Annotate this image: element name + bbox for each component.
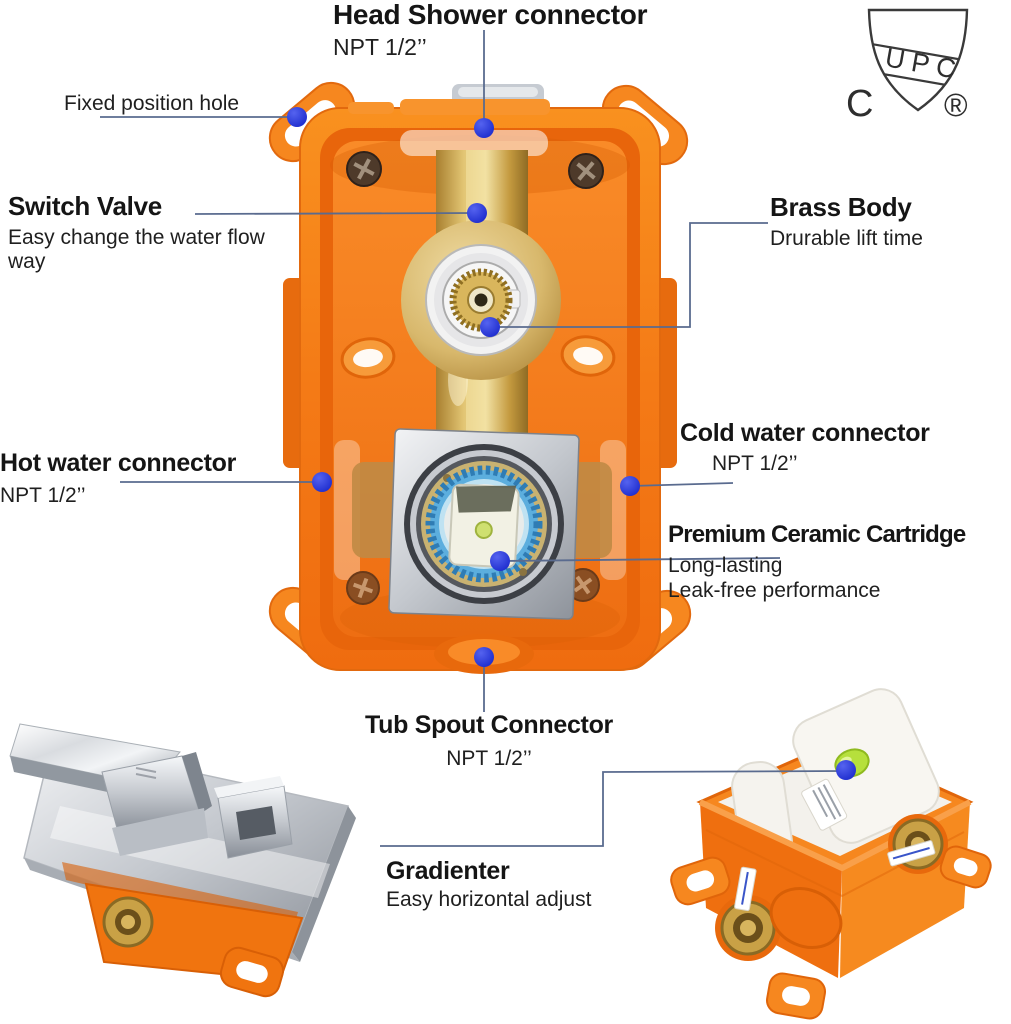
screw-top-right xyxy=(568,153,604,189)
gradienter-desc: Easy horizontal adjust xyxy=(386,887,592,911)
switch-valve-desc: Easy change the water flow way xyxy=(8,225,265,274)
gradienter-dot xyxy=(836,760,856,780)
head-shower-dot xyxy=(474,118,494,138)
switch-valve-line xyxy=(194,212,478,215)
oval-hole-left xyxy=(340,337,396,379)
label-head-shower: Head Shower connector NPT 1/2’’ xyxy=(333,0,648,61)
cold-water-dot xyxy=(620,476,640,496)
label-cold-water: Cold water connector NPT 1/2’’ xyxy=(680,420,930,476)
gradienter-title: Gradienter xyxy=(386,857,510,885)
cartridge-desc-2: Leak-free performance xyxy=(668,579,881,603)
brand-mark xyxy=(135,767,157,779)
registered-mark: ® xyxy=(944,87,968,123)
ceramic-cartridge-assembly xyxy=(388,428,580,620)
product-ear-left xyxy=(670,856,731,906)
gradienter-line xyxy=(380,770,847,847)
tub-spout-title: Tub Spout Connector xyxy=(365,711,613,739)
tub-spout-dot xyxy=(474,647,494,667)
label-tub-spout: Tub Spout Connector NPT 1/2’’ xyxy=(348,712,630,771)
brass-body-desc: Drurable lift time xyxy=(770,226,923,250)
knockout-port xyxy=(769,887,843,949)
hot-water-title: Hot water connector xyxy=(0,449,236,477)
fixed-hole-dot xyxy=(287,107,307,127)
stem-green-dot xyxy=(474,520,493,539)
foam-sticker xyxy=(801,778,848,831)
label-brass-body: Brass Body Drurable lift time xyxy=(770,192,923,251)
frosted-top-port xyxy=(400,130,548,156)
brass-body-line xyxy=(490,222,768,328)
tub-spout-spec: NPT 1/2’’ xyxy=(446,746,532,770)
callout-lines xyxy=(100,30,847,847)
cold-water-line xyxy=(629,482,734,487)
switch-valve-dot xyxy=(467,203,487,223)
upc-certification-logo: UPC C ® xyxy=(846,8,969,125)
label-ceramic-cartridge: Premium Ceramic Cartridge Long-lasting L… xyxy=(668,521,966,604)
cold-water-title: Cold water connector xyxy=(680,419,930,447)
label-switch-valve: Switch Valve Easy change the water flow … xyxy=(8,191,270,275)
label-fixed-hole: Fixed position hole xyxy=(64,92,239,117)
screw-bottom-left xyxy=(346,571,380,605)
side-sticker xyxy=(887,840,936,867)
head-shower-spec: NPT 1/2’’ xyxy=(333,33,427,60)
hot-water-spec: NPT 1/2’’ xyxy=(0,483,86,507)
brass-connector-front xyxy=(715,895,781,961)
cartridge-dot xyxy=(490,551,510,571)
hot-water-sticker xyxy=(734,866,757,912)
fixed-hole-title: Fixed position hole xyxy=(64,92,240,115)
label-gradienter: Gradienter Easy horizontal adjust xyxy=(386,858,591,912)
trim-bottom-ear xyxy=(219,946,285,998)
hot-water-dot xyxy=(312,472,332,492)
upc-c-mark: C xyxy=(846,83,873,125)
head-shower-title: Head Shower connector xyxy=(333,0,648,30)
cartridge-stem xyxy=(448,483,520,569)
trim-diverter-knob xyxy=(214,776,293,859)
valve-box-illustration xyxy=(268,81,692,674)
brass-body-title: Brass Body xyxy=(770,192,912,222)
trim-orange-base xyxy=(62,862,304,998)
gradienter-product xyxy=(670,688,992,1020)
screw-top-left xyxy=(346,151,382,187)
cartridge-desc-1: Long-lasting xyxy=(668,554,783,578)
switch-valve-assembly xyxy=(401,220,561,380)
label-hot-water: Hot water connector NPT 1/2’’ xyxy=(0,450,236,508)
cold-water-spec: NPT 1/2’’ xyxy=(712,451,798,475)
brass-body-dot xyxy=(480,317,500,337)
callout-dots xyxy=(287,107,856,780)
cartridge-title: Premium Ceramic Cartridge xyxy=(668,521,966,548)
cartridge-line xyxy=(499,557,781,562)
chrome-trim-product xyxy=(9,723,356,998)
product-ear-right xyxy=(939,845,992,889)
switch-valve-title: Switch Valve xyxy=(8,191,162,221)
top-raised-tab xyxy=(400,99,550,115)
product-ear-bottom xyxy=(766,972,826,1020)
trim-handle-lever xyxy=(9,723,212,856)
oval-hole-right xyxy=(560,335,616,377)
